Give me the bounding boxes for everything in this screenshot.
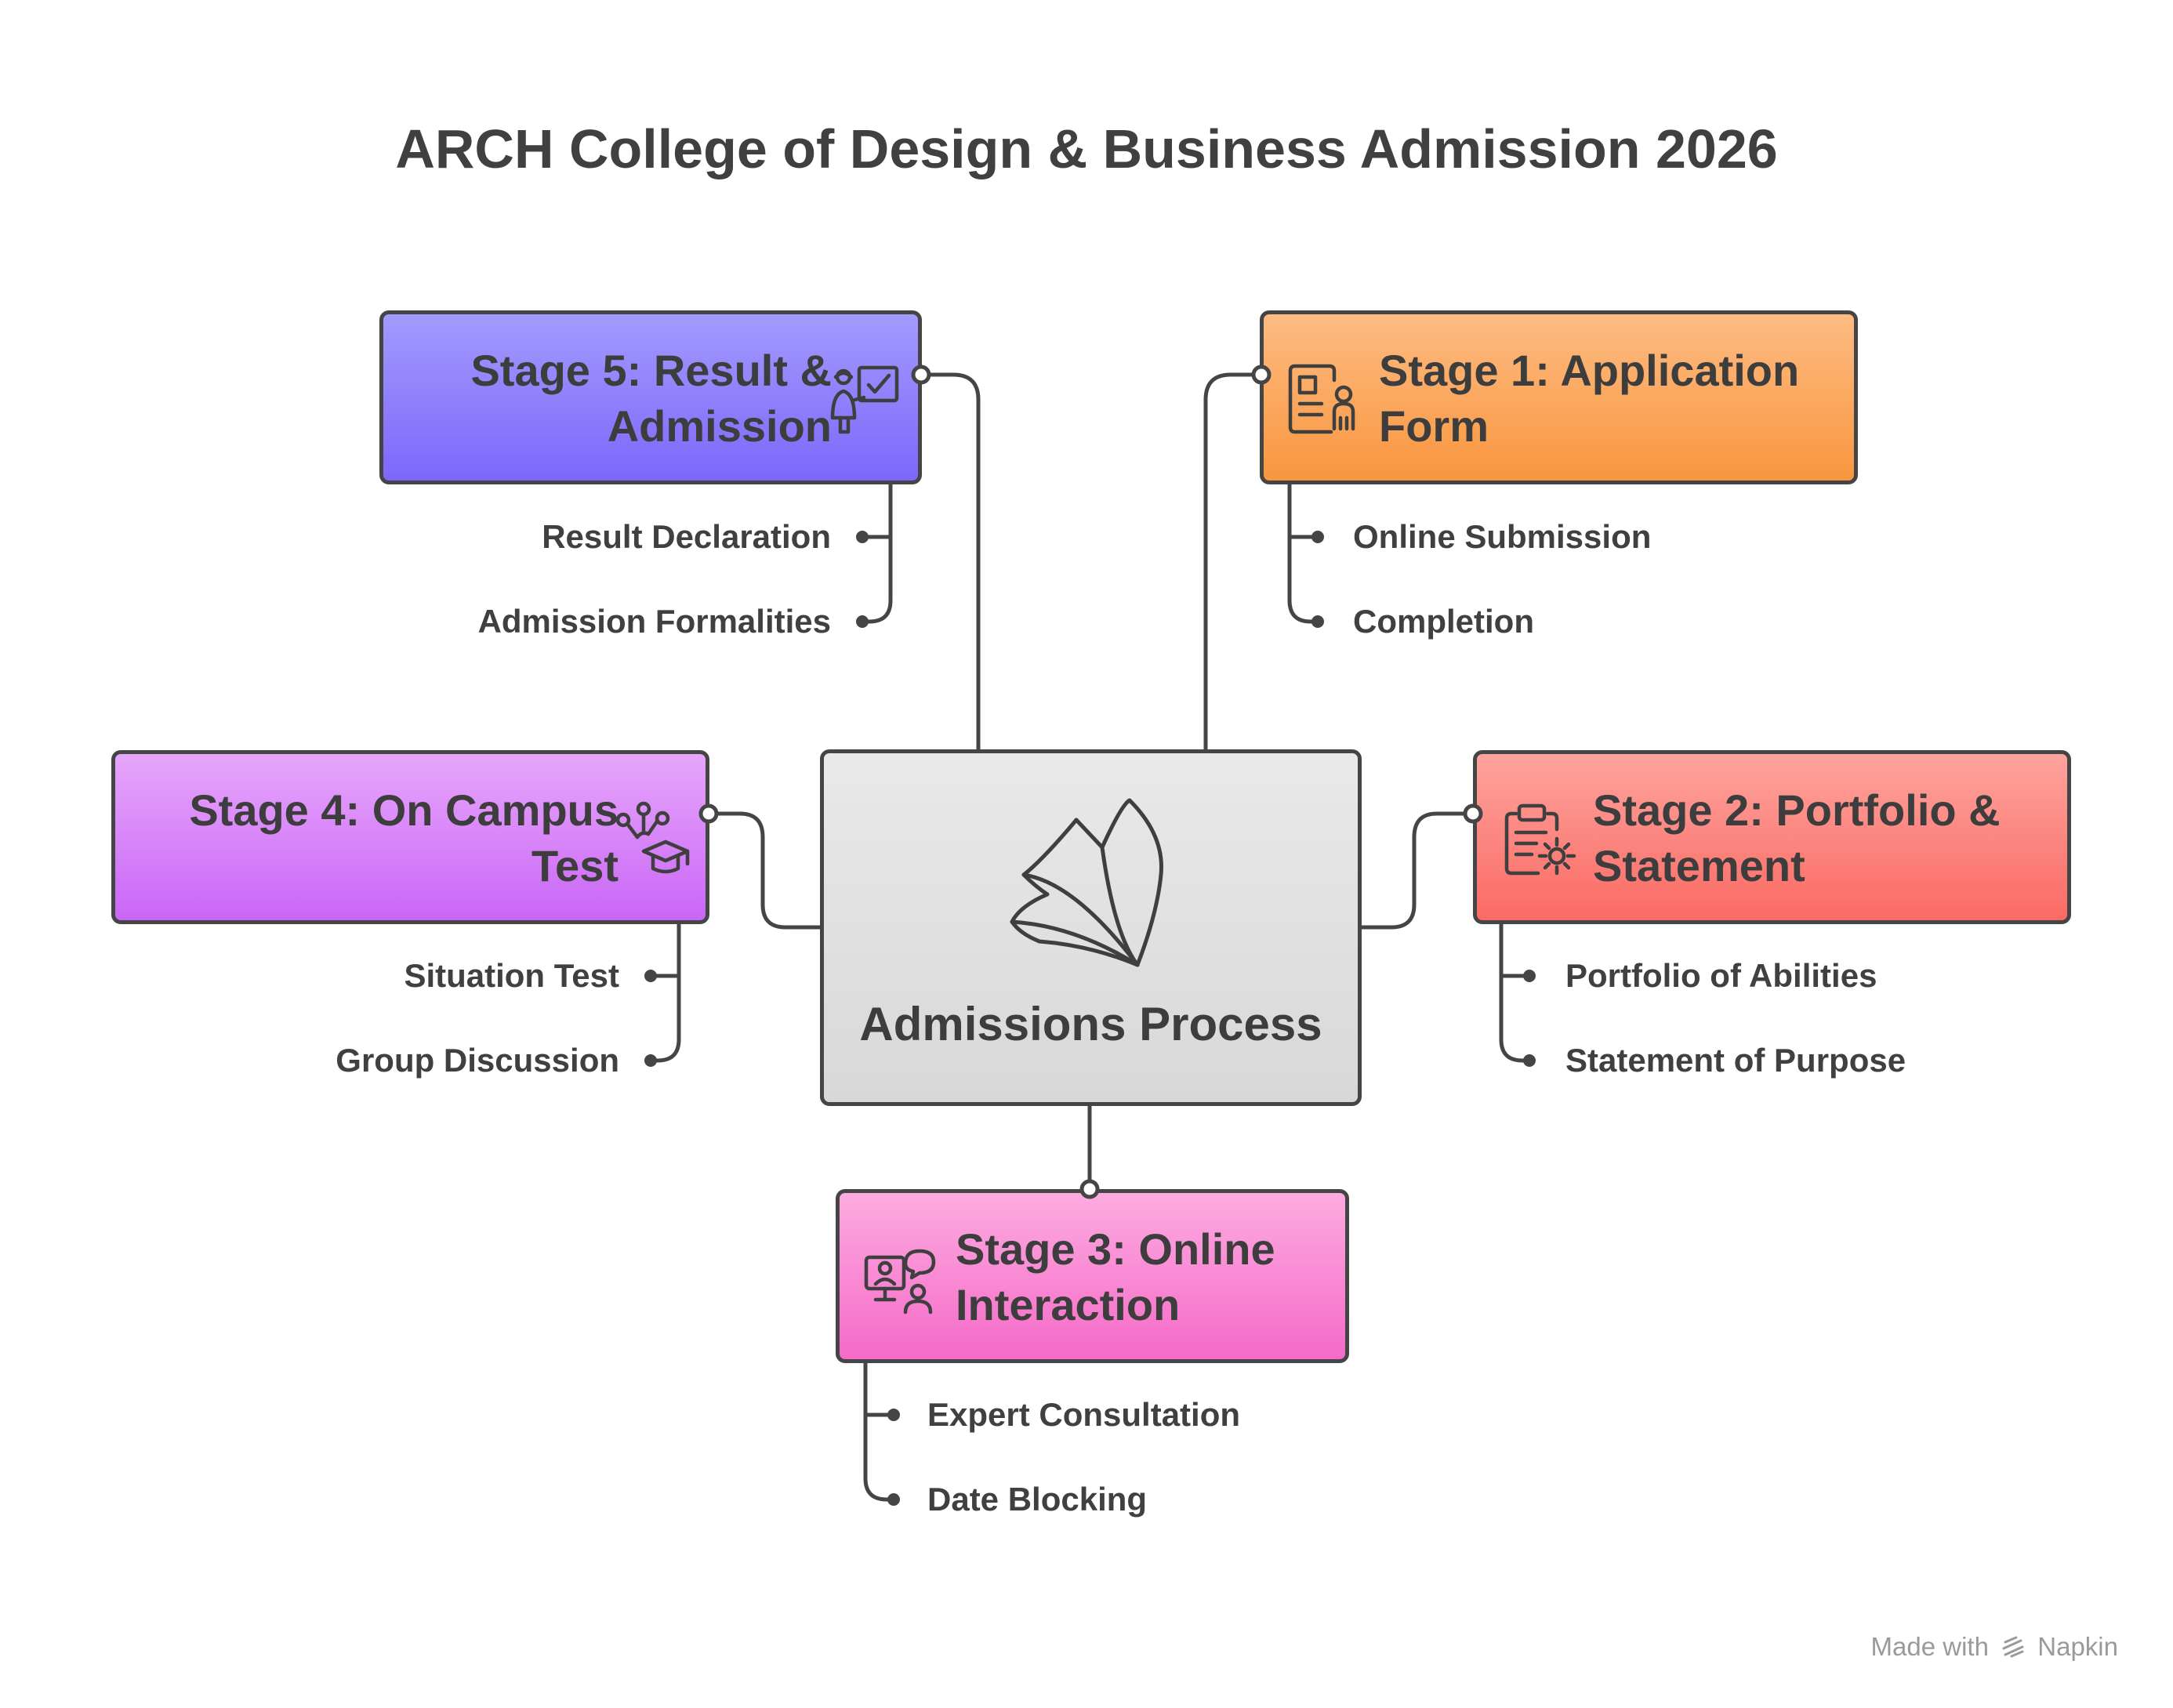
stage-2-box[interactable]: Stage 2: Portfolio & Statement (1473, 750, 2071, 924)
stage-1-item-2: Completion (1353, 603, 1534, 640)
stage-5-item-2: Admission Formalities (477, 603, 831, 640)
subtree-dot (887, 1493, 900, 1506)
connector-center-stage-2 (1356, 811, 1472, 930)
diagram-title: ARCH College of Design & Business Admiss… (395, 118, 1778, 180)
subtree-stage-3 (863, 1356, 896, 1502)
stage-5-item-1: Result Declaration (542, 518, 831, 555)
stage-4-title: Stage 4: On Campus Test (189, 785, 619, 890)
subtree-dot (644, 970, 657, 982)
subtree-stage-1 (1287, 477, 1320, 624)
video-chat-icon (864, 1249, 936, 1315)
graduation-cap-network-icon (615, 801, 690, 874)
stage-2-item-2: Statement of Purpose (1565, 1042, 1906, 1079)
presenter-checkmark-icon (830, 365, 899, 434)
folded-pages-icon (1010, 798, 1163, 967)
center-node: Admissions Process (820, 749, 1362, 1106)
stage-1-box[interactable]: Stage 1: Application Form (1260, 310, 1858, 484)
stage-3-item-1: Expert Consultation (927, 1396, 1241, 1433)
stage-2-title: Stage 2: Portfolio & Statement (1593, 785, 2001, 890)
stage-3-box[interactable]: Stage 3: Online Interaction (836, 1189, 1349, 1363)
stage-5-box[interactable]: Stage 5: Result & Admission (379, 310, 922, 484)
stage-4-item-1: Situation Test (404, 957, 619, 994)
footer-brand: Napkin (2037, 1632, 2118, 1661)
connector-center-stage-5 (919, 372, 981, 753)
connector-center-stage-4 (705, 811, 824, 930)
subtree-stage-2 (1499, 917, 1532, 1063)
clipboard-gear-icon (1504, 803, 1576, 876)
subtree-stage-5 (860, 477, 893, 624)
stage-4-box[interactable]: Stage 4: On Campus Test (111, 750, 709, 924)
subtree-dot (1523, 970, 1536, 982)
subtree-dot (1523, 1054, 1536, 1067)
subtree-dot (856, 615, 869, 628)
napkin-logo-icon (2002, 1636, 2024, 1658)
subtree-dot (856, 531, 869, 543)
stage-1-title: Stage 1: Application Form (1379, 346, 1800, 451)
stage-3-item-2: Date Blocking (927, 1481, 1148, 1518)
subtree-dot (1311, 615, 1324, 628)
footer-credit[interactable]: Made with Napkin (1871, 1632, 2118, 1662)
subtree-dot (1311, 531, 1324, 543)
center-label: Admissions Process (859, 998, 1322, 1050)
stage-5-title: Stage 5: Result & Admission (470, 346, 832, 451)
subtree-dot (887, 1409, 900, 1421)
subtree-stage-4 (648, 917, 681, 1063)
subtree-dot (644, 1054, 657, 1067)
application-form-person-icon (1288, 364, 1355, 434)
connector-center-stage-1 (1203, 372, 1264, 753)
stage-3-title: Stage 3: Online Interaction (956, 1224, 1275, 1329)
stage-4-item-2: Group Discussion (336, 1042, 619, 1079)
footer-prefix: Made with (1870, 1632, 1989, 1661)
stage-2-item-1: Portfolio of Abilities (1565, 957, 1877, 994)
stage-1-item-1: Online Submission (1353, 518, 1652, 555)
